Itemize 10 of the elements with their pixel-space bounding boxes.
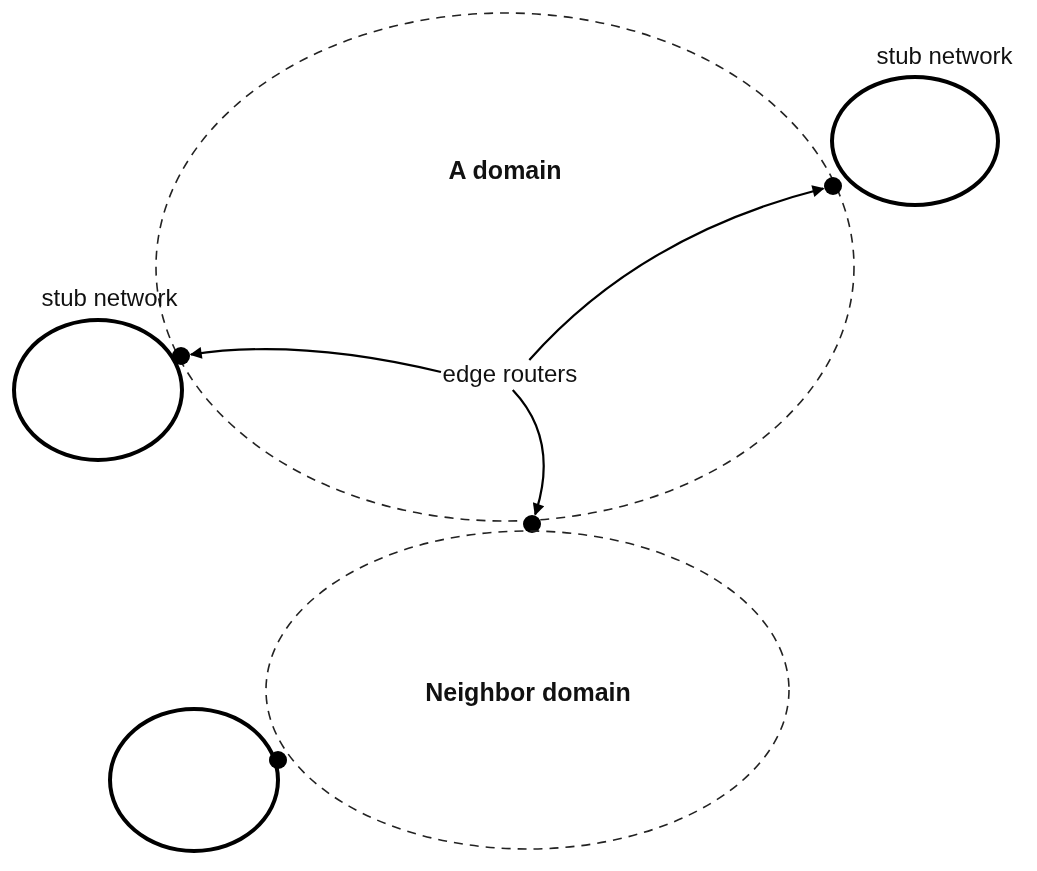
network-label: stub network	[41, 283, 178, 312]
text-label: edge routers	[441, 360, 579, 388]
router-dot	[523, 515, 541, 533]
arrow	[511, 389, 545, 516]
domain-label: A domain	[448, 156, 562, 184]
router-dot	[269, 751, 287, 769]
arrow	[189, 347, 442, 374]
network-label: stub network	[876, 41, 1013, 70]
arrow	[528, 185, 825, 361]
domain-label: Neighbor domain	[425, 678, 631, 706]
